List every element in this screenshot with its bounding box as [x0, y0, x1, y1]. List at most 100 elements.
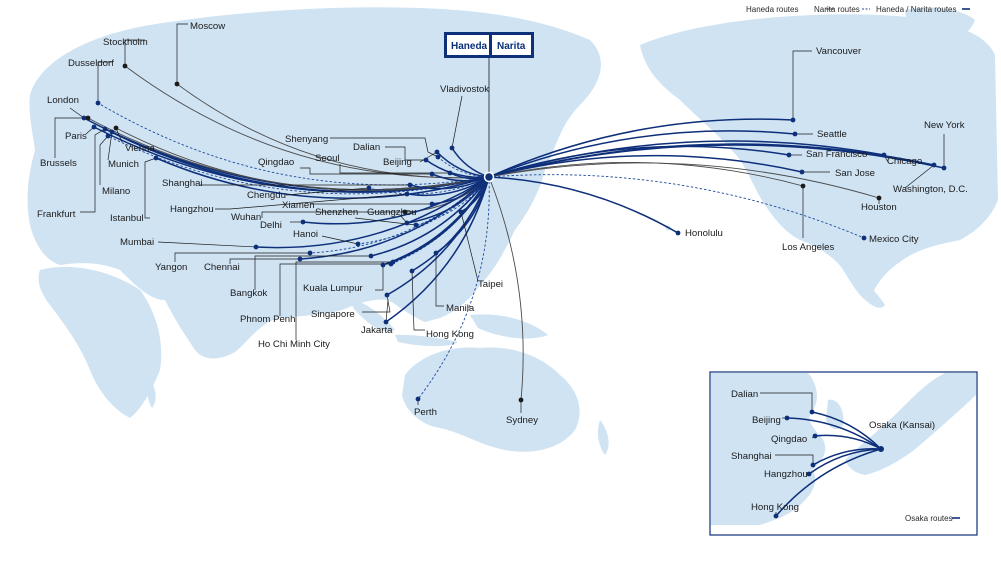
- osaka-route-hong-kong: [775, 448, 882, 517]
- label-hong-kong: Hong Kong: [426, 329, 474, 340]
- label-seoul: Seoul: [315, 153, 340, 164]
- route-dalian: [425, 159, 490, 179]
- label-phnom-penh: Phnom Penh: [240, 314, 295, 325]
- route-hanoi: [357, 176, 490, 245]
- dot-moscow: [174, 81, 180, 87]
- leader-hangzhou: [215, 193, 408, 210]
- leader-vancouver: [792, 50, 812, 120]
- osaka-label-beijing: Beijing: [752, 415, 781, 426]
- dot-frankfurt: [102, 126, 108, 132]
- label-wuhan: Wuhan: [231, 212, 261, 223]
- osaka-hub-dot: [878, 446, 884, 452]
- leader-istanbul: [144, 157, 157, 219]
- dot-vancouver: [790, 117, 796, 123]
- label-mumbai: Mumbai: [120, 237, 154, 248]
- osaka-inset-land-china: [711, 373, 826, 525]
- leader-hanoi: [321, 235, 359, 245]
- landmass-borneo: [391, 268, 441, 307]
- leader-yangon: [174, 252, 310, 262]
- dot-jakarta: [383, 319, 389, 325]
- landmass-north-america: [640, 14, 998, 300]
- osaka-route-beijing: [786, 417, 882, 450]
- dot-delhi: [300, 219, 306, 225]
- osaka-inset-land-korea: [826, 399, 844, 430]
- dot-qingdao: [429, 171, 435, 177]
- leader-hong-kong: [411, 270, 425, 331]
- dot-ho-chi-minh: [390, 259, 396, 265]
- label-beijing: Beijing: [383, 157, 412, 168]
- label-shenzhen: Shenzhen: [315, 207, 358, 218]
- route-bangkok: [370, 176, 490, 257]
- label-singapore: Singapore: [311, 309, 355, 320]
- label-shanghai: Shanghai: [162, 178, 203, 189]
- legend: Haneda routes Narita routes Haneda / Nar…: [746, 5, 970, 14]
- label-hanoi: Hanoi: [293, 229, 318, 240]
- leader-washington: [904, 164, 935, 189]
- leader-bangkok: [254, 255, 371, 290]
- landmass-philippines: [436, 255, 451, 291]
- osaka-label-hangzhou: Hangzhou: [764, 469, 808, 480]
- label-seattle: Seattle: [817, 129, 847, 140]
- label-qingdao: Qingdao: [258, 157, 294, 168]
- dot-mumbai: [253, 244, 259, 250]
- route-manila: [435, 176, 490, 254]
- label-vienna: Vienna: [125, 143, 155, 154]
- label-paris: Paris: [65, 131, 87, 142]
- leader-beijing: [419, 151, 438, 163]
- dot-san-jose: [799, 169, 805, 175]
- dot-hanoi: [355, 241, 361, 247]
- osaka-legend-label: Osaka routes: [905, 514, 953, 523]
- dot-milano: [105, 133, 111, 139]
- osaka-inset: Osaka (Kansai) Dalian Beijing Qingdao Sh…: [709, 371, 978, 536]
- osaka-label-hub: Osaka (Kansai): [869, 420, 935, 431]
- dot-xiamen: [429, 201, 435, 207]
- label-taipei: Taipei: [478, 279, 503, 290]
- leader-dalian: [385, 146, 426, 161]
- label-london: London: [47, 95, 79, 106]
- legend-haneda: Haneda routes: [746, 5, 798, 14]
- dot-stockholm: [122, 63, 128, 69]
- dot-manila: [433, 250, 439, 256]
- dot-sydney: [518, 397, 524, 403]
- label-guangzhou: Guangzhou: [367, 207, 417, 218]
- osaka-route-hangzhou: [808, 448, 882, 475]
- dot-singapore: [384, 292, 390, 298]
- label-frankfurt: Frankfurt: [37, 209, 76, 220]
- route-sydney: [488, 176, 524, 401]
- hub-box: Haneda Narita: [444, 32, 534, 183]
- osaka-route-qingdao: [814, 434, 882, 450]
- landmass-greenland: [905, 7, 975, 43]
- route-dusseldorf: [97, 102, 490, 186]
- landmass-madagascar: [147, 380, 156, 408]
- label-shenyang: Shenyang: [285, 134, 328, 145]
- leader-frankfurt: [80, 128, 106, 213]
- route-munich: [111, 131, 490, 193]
- dot-mexico-city: [861, 235, 867, 241]
- route-seattle: [488, 130, 796, 178]
- label-dalian: Dalian: [353, 142, 380, 153]
- landmass-australia: [402, 347, 580, 452]
- leader-seoul: [339, 164, 450, 174]
- leader-vienna: [115, 127, 123, 143]
- leader-manila: [435, 253, 444, 307]
- route-vancouver: [488, 118, 794, 178]
- dot-dalian: [423, 157, 429, 163]
- leader-london: [69, 107, 85, 119]
- osaka-dot-hangzhou: [806, 471, 812, 477]
- label-hangzhou: Hangzhou: [170, 204, 214, 215]
- dot-san-francisco: [786, 152, 792, 158]
- dot-brussels: [85, 115, 91, 121]
- label-delhi: Delhi: [260, 220, 282, 231]
- dot-shenyang: [435, 154, 441, 160]
- label-washington: Washington, D.C.: [893, 184, 968, 195]
- osaka-route-lines: [775, 411, 882, 517]
- route-houston: [488, 162, 880, 199]
- leader-qingdao: [300, 167, 432, 175]
- route-honolulu: [488, 176, 679, 234]
- label-munich: Munich: [108, 159, 139, 170]
- label-san-francisco: San Francisco: [806, 149, 867, 160]
- dot-shanghai: [407, 182, 413, 188]
- leader-vladivostok: [451, 95, 463, 149]
- label-ho-chi-minh: Ho Chi Minh City: [258, 339, 330, 350]
